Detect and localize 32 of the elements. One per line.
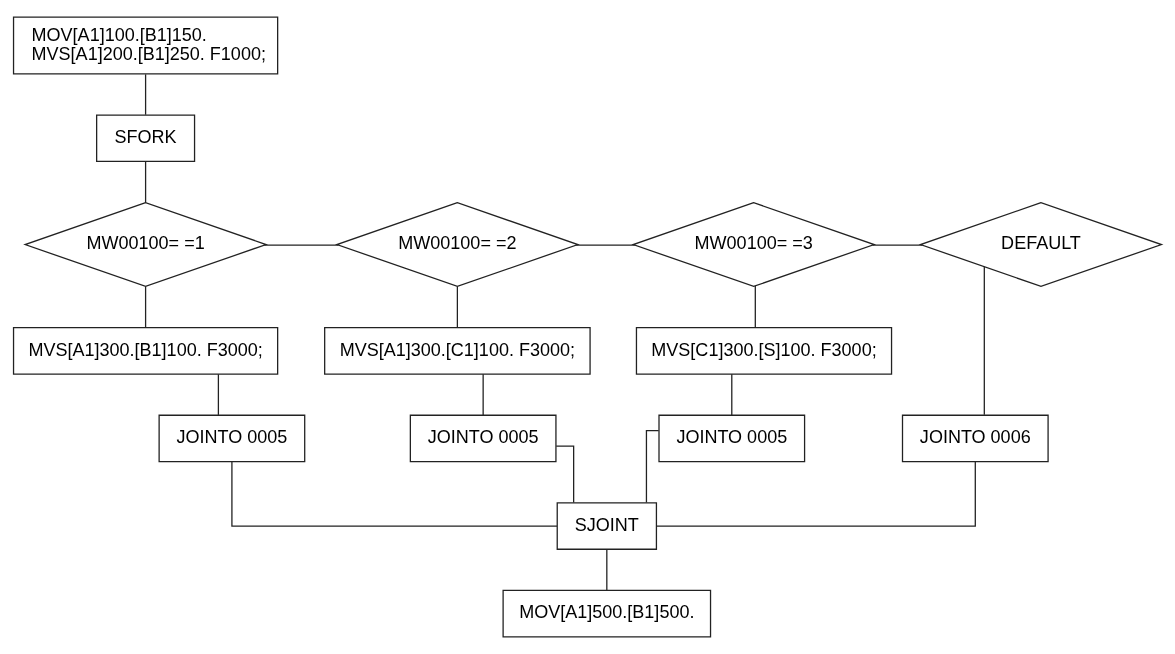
connector — [144, 73, 147, 116]
connector — [231, 461, 558, 527]
node-box: JOINTO 0006 — [901, 414, 1049, 463]
node-diamond: MW00100= =1 — [23, 202, 269, 288]
node-box: JOINTO 0005 — [158, 414, 306, 463]
node-box: MOV[A1]500.[B1]500. — [502, 589, 712, 638]
node-box: JOINTO 0005 — [658, 414, 806, 463]
connector — [575, 244, 636, 246]
node-box: MVS[A1]300.[C1]100. F3000; — [324, 327, 591, 375]
connector — [731, 373, 733, 416]
node-box: MVS[A1]300.[B1]100. F3000; — [12, 327, 279, 375]
connector — [871, 244, 923, 246]
connector — [606, 548, 608, 591]
connector — [144, 285, 147, 329]
node-box: JOINTO 0005 — [409, 414, 557, 463]
connector — [555, 445, 575, 504]
connector — [456, 285, 459, 329]
connector — [754, 285, 756, 328]
connector — [263, 244, 340, 246]
node-box: SFORK — [96, 114, 196, 163]
connector — [655, 461, 976, 527]
node-diamond: MW00100= =3 — [631, 202, 877, 288]
connector — [983, 266, 985, 416]
node-box: MVS[C1]300.[S]100. F3000; — [635, 327, 893, 375]
node-diamond: MW00100= =2 — [334, 202, 580, 288]
connector — [645, 430, 660, 504]
connector — [217, 373, 220, 416]
node-box: SJOINT — [556, 502, 658, 550]
node-box: MOV[A1]100.[B1]150. MVS[A1]200.[B1]250. F1000; — [12, 16, 279, 75]
connector — [482, 373, 484, 416]
connector — [144, 161, 147, 204]
node-diamond: DEFAULT — [918, 202, 1164, 288]
